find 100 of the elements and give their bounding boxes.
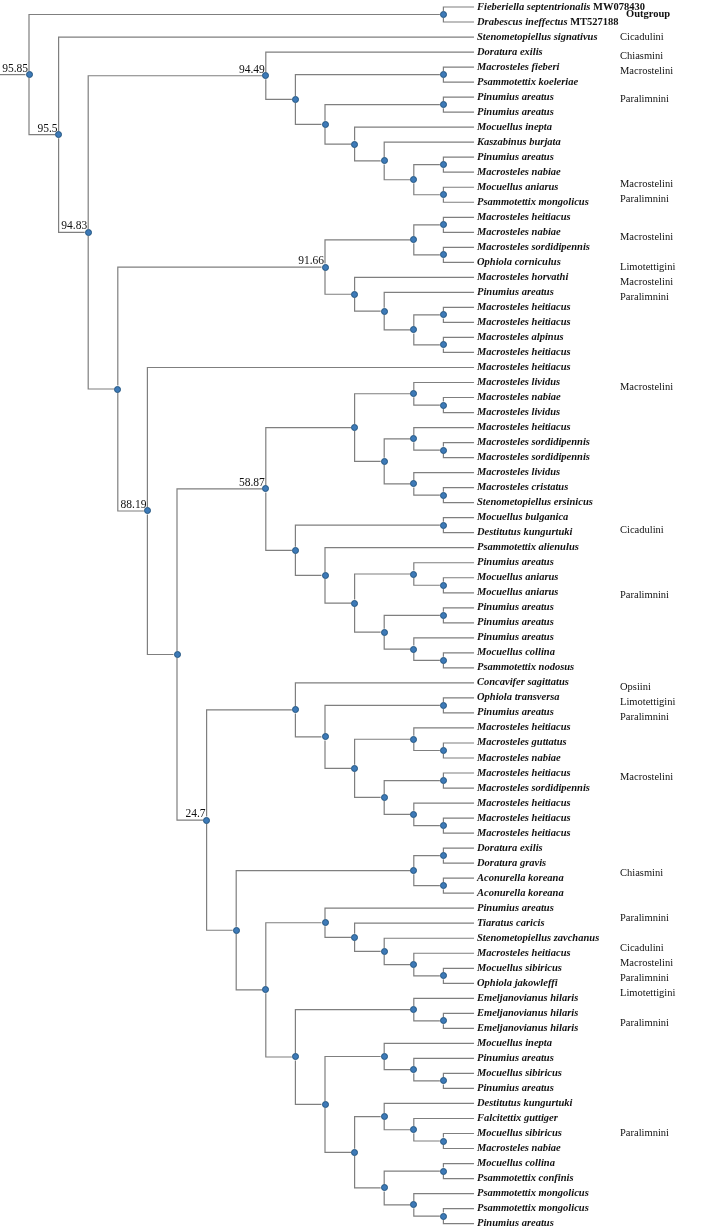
taxon-label: Stenometopiellus ersinicus — [477, 496, 593, 509]
node-dot — [291, 1053, 299, 1061]
tree-branch — [442, 441, 475, 448]
tree-branch — [442, 517, 475, 523]
node-dot — [321, 263, 329, 271]
taxon-label: Pinumius areatus — [477, 150, 554, 163]
node-dot — [321, 733, 329, 741]
tree-branch — [176, 657, 204, 821]
taxon-label: Pinumius areatus — [477, 90, 554, 103]
tree-branch — [442, 336, 475, 343]
tree-branch — [413, 1012, 441, 1022]
tree-branch — [146, 366, 475, 509]
node-dot — [351, 140, 359, 148]
tree-branch — [354, 940, 382, 952]
node-dot — [380, 1053, 388, 1060]
node-dot — [410, 645, 418, 653]
taxon-label: Doratura gravis — [477, 856, 547, 869]
taxon-label: Doratura exilis — [477, 45, 543, 58]
taxon-label: Psammotettix mongolicus — [477, 1187, 589, 1200]
support-value: 95.85 — [2, 61, 28, 74]
tree-branch — [413, 441, 441, 451]
node-dot — [380, 947, 388, 955]
tribe-label: Limotettigini — [620, 696, 676, 708]
tree-branch — [442, 6, 475, 12]
tree-branch — [442, 498, 475, 504]
node-dot — [291, 546, 299, 554]
taxon-label: Psammotettix confinis — [477, 1172, 574, 1185]
taxon-label: Mocuellus aniarus — [477, 571, 559, 584]
tree-branch — [354, 738, 411, 766]
tree-branch — [413, 652, 441, 661]
tree-branch — [442, 1012, 475, 1018]
node-dot — [410, 480, 418, 488]
taxon-label: Pinumius areatus — [477, 1051, 554, 1064]
taxon-label: Destitutus kungurtuki — [477, 1096, 573, 1109]
tree-branch — [294, 553, 323, 576]
tree-branch — [442, 772, 475, 778]
tree-branch — [413, 381, 475, 391]
tree-branch — [442, 1023, 475, 1029]
support-value: 58.87 — [238, 475, 265, 488]
tree-branch — [354, 573, 411, 601]
node-dot — [439, 1137, 447, 1145]
tree-branch — [442, 783, 475, 789]
tree-branch — [383, 1190, 411, 1206]
taxon-label: Macrosteles nabiae — [477, 165, 561, 178]
taxon-label: Mocuellus inepta — [477, 120, 552, 133]
tree-branch — [413, 182, 441, 196]
tree-branch — [442, 306, 475, 312]
tree-branch — [413, 967, 441, 977]
tree-branch — [383, 1059, 411, 1071]
tree-branch — [324, 239, 411, 265]
node-dot — [351, 290, 359, 298]
tree-branch — [265, 922, 323, 987]
tree-branch — [442, 186, 475, 192]
node-dot — [439, 11, 447, 18]
taxon-label: Macrosteles lividus — [477, 406, 561, 419]
tree-branch — [442, 1083, 475, 1090]
node-dot — [380, 1184, 388, 1192]
node-dot — [380, 628, 388, 636]
tree-branch — [442, 652, 475, 658]
taxon-label: Emeljanovianus hilaris — [477, 991, 579, 1004]
tree-branch — [413, 802, 475, 812]
node-dot — [439, 311, 447, 319]
tree-branch — [442, 607, 475, 613]
taxon-label: Macrosteles heitiacus — [477, 315, 571, 328]
tree-branch — [442, 697, 475, 703]
tree-branch — [0, 74, 27, 76]
taxon-label: Pinumius areatus — [477, 105, 554, 118]
taxon-label: Pinumius areatus — [477, 1217, 554, 1229]
tree-branch — [294, 102, 323, 125]
tree-branch — [206, 709, 293, 818]
tree-branch — [442, 708, 475, 714]
taxon-label: Mocuellus collina — [477, 1157, 555, 1170]
tree-branch — [413, 486, 441, 496]
node-dot — [380, 457, 388, 465]
node-dot — [203, 816, 211, 824]
node-dot — [321, 1100, 329, 1108]
tree-branch — [265, 491, 293, 551]
tree-branch — [413, 1132, 441, 1142]
tree-branch — [117, 266, 323, 387]
taxon-label: Macrosteles horvathi — [477, 270, 569, 283]
taxon-label: Ophiola transversa — [477, 691, 560, 704]
tree-branch — [117, 391, 145, 512]
tree-branch — [413, 1072, 441, 1082]
tree-branch — [442, 577, 475, 583]
tree-branch — [442, 96, 475, 102]
tree-branch — [442, 1219, 475, 1225]
taxon-label: Mocuellus sibiricus — [477, 1127, 562, 1139]
support-value: 94.83 — [61, 219, 88, 232]
tree-branch — [354, 126, 475, 142]
node-dot — [232, 926, 240, 934]
tree-branch — [58, 36, 475, 132]
node-dot — [439, 401, 447, 409]
tree-branch — [324, 578, 352, 604]
taxon-label: Aconurella koreana — [477, 871, 564, 884]
taxon-label: Pinumius areatus — [477, 285, 554, 298]
tree-branch — [442, 347, 475, 354]
tree-branch — [442, 978, 475, 984]
taxon-label: Psammotettix mongolicus — [477, 1202, 589, 1215]
tree-branch — [383, 163, 411, 181]
tree-branch — [354, 1116, 382, 1150]
